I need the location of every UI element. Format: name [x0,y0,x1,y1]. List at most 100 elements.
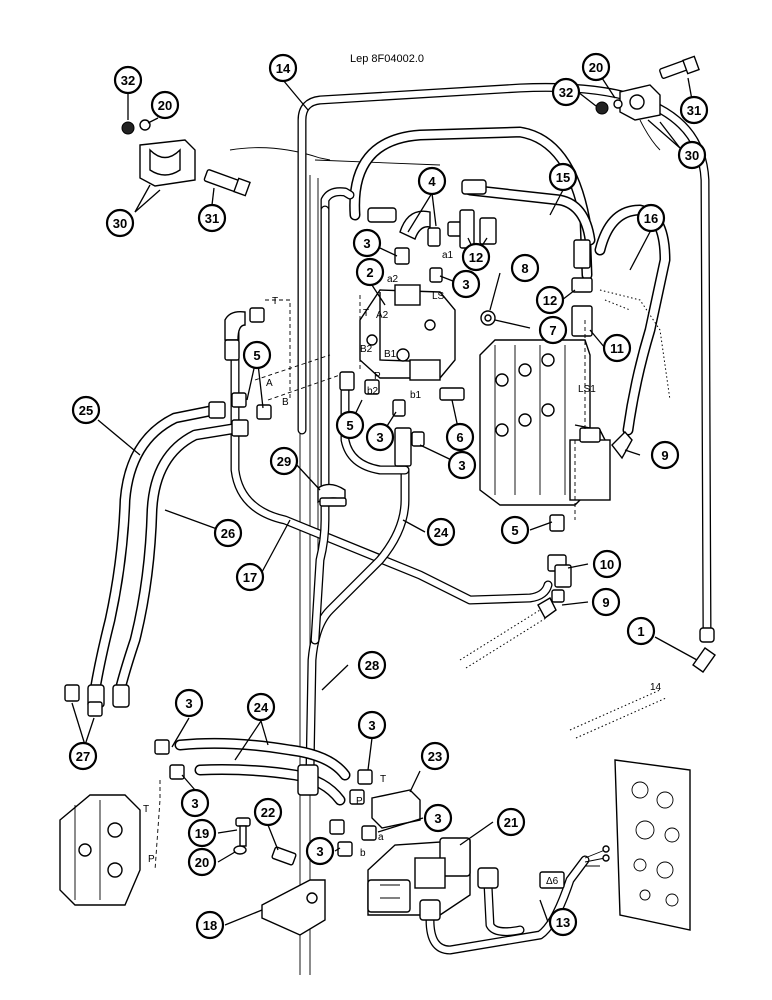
callout-circle [150,90,180,120]
callout-number: 3 [363,236,370,251]
solenoid-valve [367,837,471,916]
callout-circle [447,450,477,480]
callout-circle [197,203,227,233]
callout-32: 32 [551,77,581,107]
callout-22: 22 [253,797,283,827]
callout-12: 12 [461,242,491,272]
callout-21: 21 [496,807,526,837]
callout-number: 20 [158,98,172,113]
port-T-left: T [143,804,149,815]
pipe-17 [230,187,553,605]
callout-31: 31 [679,95,709,125]
callout-3: 3 [451,269,481,299]
callout-circle [451,269,481,299]
fittings-right-lower [537,554,716,673]
callout-number: 3 [368,718,375,733]
callout-number: 3 [191,796,198,811]
callout-number: 20 [195,855,209,870]
callout-7: 7 [538,315,568,345]
callout-number: 26 [221,526,235,541]
callout-number: 19 [195,826,209,841]
callout-27: 27 [68,741,98,771]
callout-circle [213,518,243,548]
callout-circle [548,907,578,937]
callout-number: 12 [469,250,483,265]
callout-circle [71,395,101,425]
port-a-bottom: a [378,832,384,843]
callout-circle [535,285,565,315]
callout-number: 18 [203,918,217,933]
callout-20: 20 [581,52,611,82]
callout-number: 30 [113,216,127,231]
callout-number: 32 [559,85,573,100]
callout-23: 23 [420,741,450,771]
port-LS1: LS1 [578,384,596,395]
callout-number: 25 [79,403,93,418]
port-LS: LS [432,291,445,302]
callout-number: 21 [504,815,518,830]
callout-circle [235,562,265,592]
callout-circle [650,440,680,470]
port-b1: b1 [410,390,422,401]
callout-number: 8 [521,261,528,276]
callout-16: 16 [636,203,666,233]
hose-15 [349,126,596,281]
callout-circle [187,847,217,877]
callout-circle [253,797,283,827]
callout-24: 24 [246,692,276,722]
fittings-middle [339,371,465,467]
callout-circle [355,257,385,287]
callout-1: 1 [626,616,656,646]
port-P-left: P [148,854,155,865]
callout-3: 3 [423,803,453,833]
callout-number: 9 [602,595,609,610]
callout-number: 3 [462,277,469,292]
callout-number: 24 [254,700,269,715]
callout-number: 9 [661,448,668,463]
callout-9: 9 [591,587,621,617]
callout-circle [105,208,135,238]
callout-circle [335,410,365,440]
callout-14: 14 [268,53,298,83]
port-P-bottom: P [356,796,363,807]
bracket-right [595,55,700,151]
fittings-top [367,179,593,337]
callout-number: 28 [365,658,379,673]
callout-8: 8 [510,253,540,283]
callout-circle [187,818,217,848]
callout-circle [242,340,272,370]
callout-circle [461,242,491,272]
port-T-valve: T [363,308,369,319]
callout-circle [677,140,707,170]
callout-circle [113,65,143,95]
callout-number: 7 [549,323,556,338]
callout-circle [417,166,447,196]
callout-circle [510,253,540,283]
callout-number: 3 [376,430,383,445]
pipe-28 [310,205,410,645]
callout-30: 30 [677,140,707,170]
callout-19: 19 [187,818,217,848]
port-b2: b2 [367,386,379,397]
callout-number: 20 [589,60,603,75]
callout-25: 25 [71,395,101,425]
callout-number: 32 [121,73,135,88]
callout-number: 29 [277,454,291,469]
port-b-bottom: b [360,848,366,859]
callout-circle [180,788,210,818]
callout-26: 26 [213,518,243,548]
callout-number: 30 [685,148,699,163]
callout-3: 3 [174,688,204,718]
fittings-bottom [329,769,421,857]
callout-circle [445,422,475,452]
callout-circle [423,803,453,833]
callout-number: 11 [610,341,624,356]
callout-number: 5 [511,523,518,538]
callout-number: 3 [185,696,192,711]
callout-circle [269,446,299,476]
bottom-left-valve [59,739,185,906]
callout-circle [420,741,450,771]
callout-circle [592,549,622,579]
